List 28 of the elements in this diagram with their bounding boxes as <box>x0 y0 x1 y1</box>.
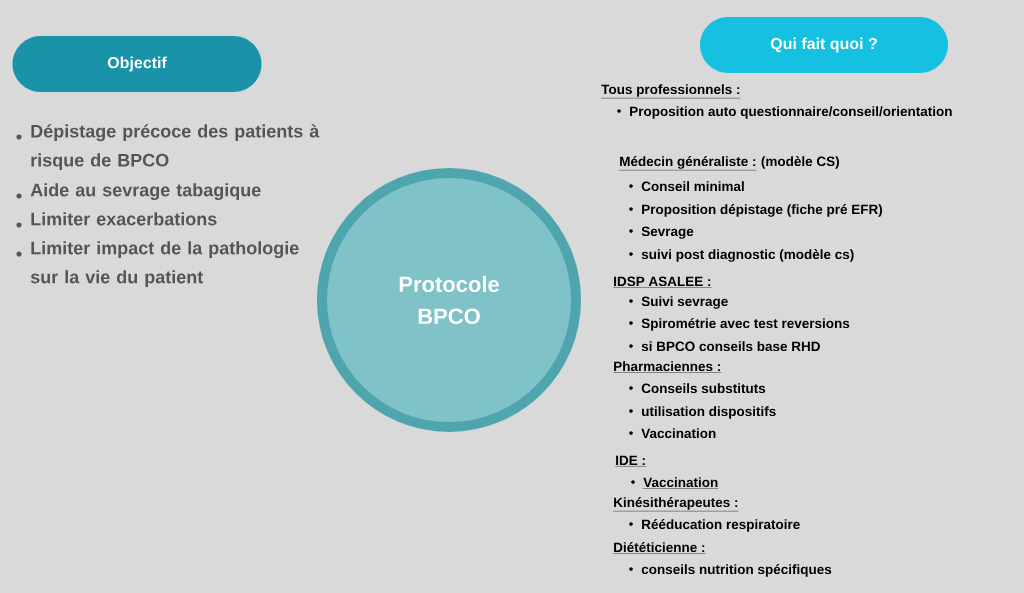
list-item: si BPCO conseils base RHD <box>629 341 820 352</box>
section-heading: IDE : <box>615 455 647 467</box>
section-heading: Médecin généraliste : <box>619 156 757 171</box>
pill-button: Objectif <box>12 36 262 92</box>
list-item: Proposition auto questionnaire/conseil/orientation <box>617 106 952 119</box>
list-item: conseils nutrition spécifiques <box>629 564 832 577</box>
list-item: Vaccination <box>629 428 716 439</box>
pill-button: Qui fait quoi ? <box>700 17 948 73</box>
list-item: utilisation dispositifs <box>629 406 776 419</box>
list-item: Rééducation respiratoire <box>629 519 800 532</box>
list-item: Vaccination <box>631 477 719 489</box>
list-item: Spirométrie avec test reversions <box>629 318 850 331</box>
list-item: Conseils substituts <box>629 383 766 394</box>
section-heading: IDSP ASALEE : <box>613 276 712 288</box>
list-item: Limiter exacerbations <box>16 212 217 228</box>
section-heading: Diététicienne : <box>613 542 706 554</box>
section-heading: Tous professionnels : <box>601 84 741 99</box>
list-item: suivi post diagnostic (modèle cs) <box>629 249 854 262</box>
list-item: Aide au sevrage tabagique <box>16 183 261 201</box>
list-item: Proposition dépistage (fiche pré EFR) <box>629 204 883 217</box>
section-heading: Pharmaciennes : <box>613 361 722 373</box>
list-item: Dépistage précoce des patients à risque de BPCO <box>16 124 320 171</box>
note: (modèle CS) <box>761 156 839 169</box>
list-item: Limiter impact de la pathologie sur la vie du patient <box>16 241 299 287</box>
list-item: Sevrage <box>629 226 694 239</box>
list-item: Conseil minimal <box>629 181 744 192</box>
list-item: Suivi sevrage <box>629 296 728 309</box>
section-heading: Kinésithérapeutes : <box>613 497 739 512</box>
